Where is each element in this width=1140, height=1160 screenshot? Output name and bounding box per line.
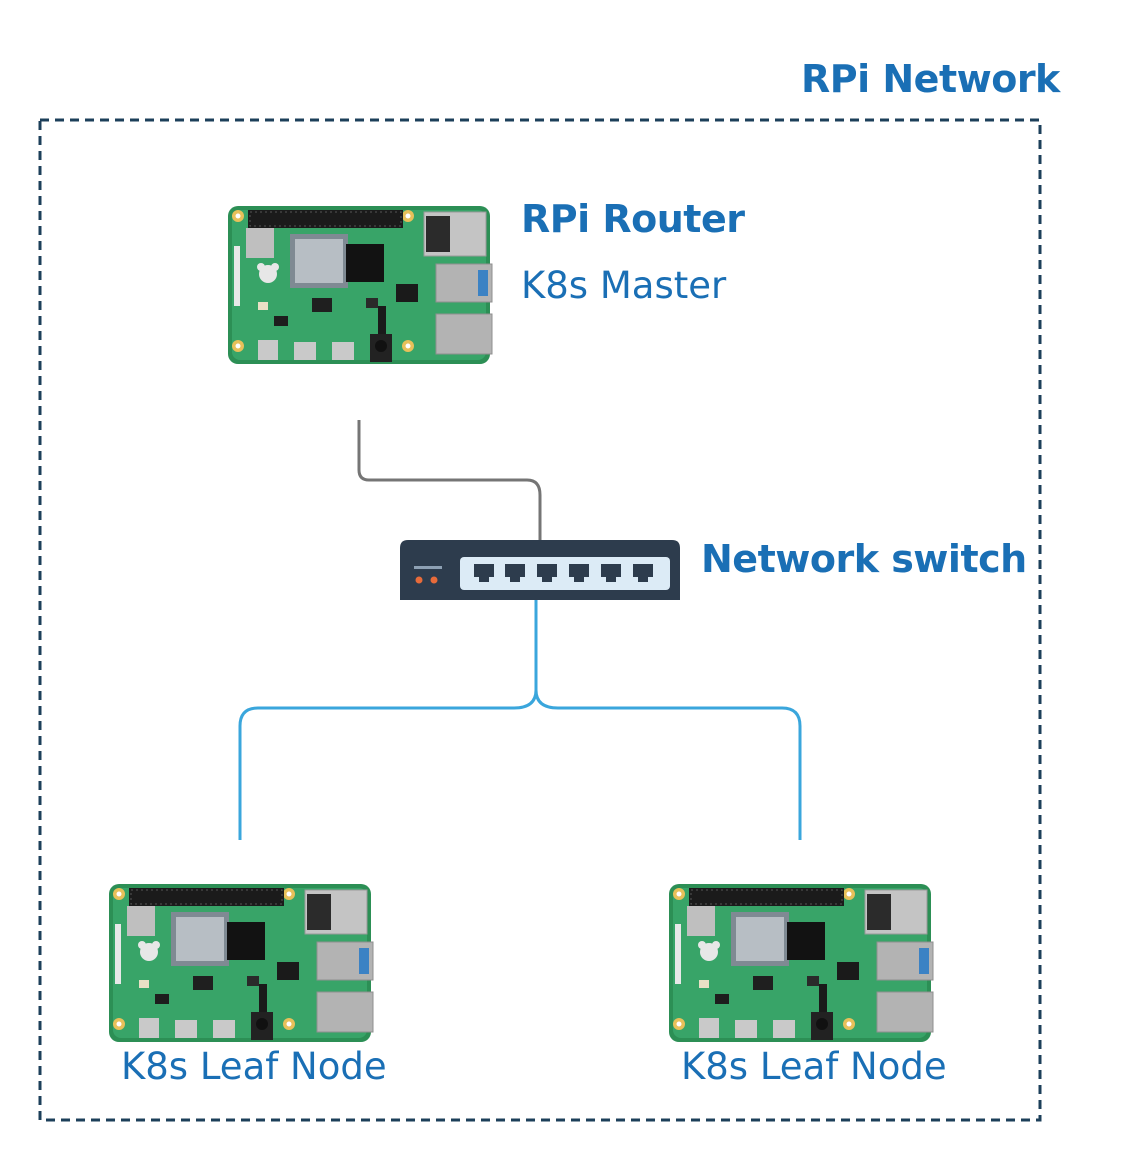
leaf1-board-icon [108,883,374,1043]
router-board-icon [227,205,493,365]
leaf-node-label: K8s Leaf Node [121,1045,387,1088]
router-title: RPi Router [521,197,745,241]
leaf1-cable [238,572,538,840]
leaf2-board-icon [668,883,934,1043]
network-switch-icon [400,540,680,600]
router-role-label: K8s Master [521,264,727,307]
switch-label: Network switch [701,537,1027,581]
network-boundary [38,118,1042,1122]
network-title: RPi Network [801,57,1060,101]
uplink-cable [357,420,542,545]
leaf-node-label: K8s Leaf Node [681,1045,947,1088]
leaf2-cable [534,689,802,840]
